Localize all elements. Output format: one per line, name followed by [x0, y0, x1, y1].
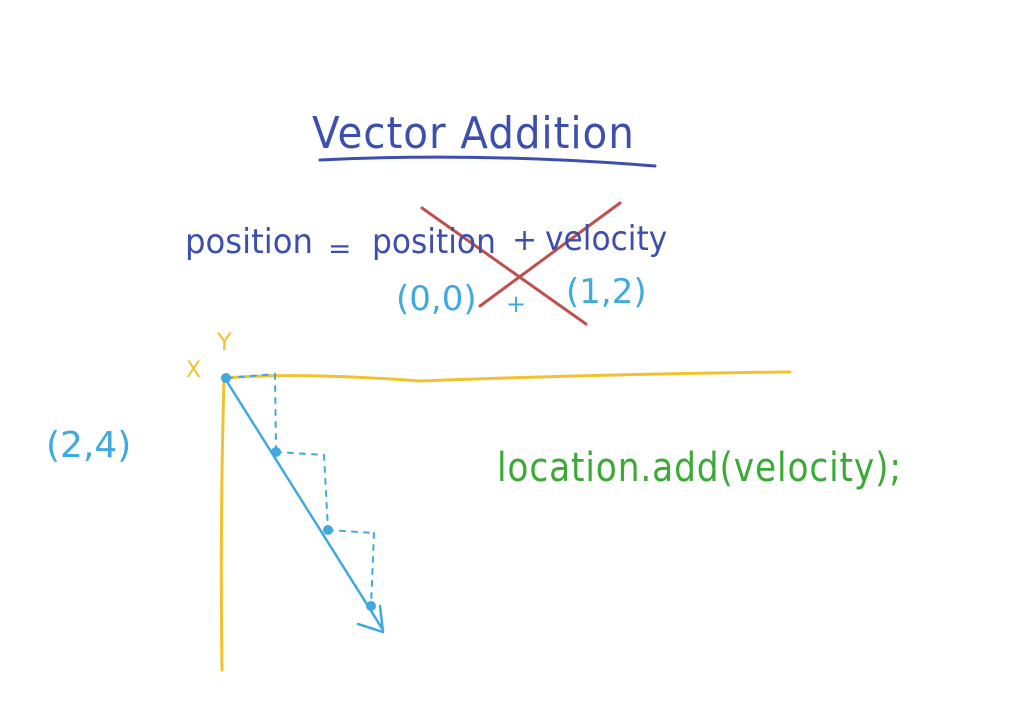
step-construction-lines — [226, 373, 375, 607]
value-origin: (0,0) — [396, 279, 477, 319]
equation-plus: + — [512, 223, 538, 258]
value-plus: + — [506, 290, 527, 318]
point-label: (2,4) — [46, 425, 132, 466]
y-axis-label: Y — [217, 328, 232, 356]
code-snippet: location.add(velocity); — [497, 445, 902, 491]
resultant-vector-line — [224, 378, 385, 632]
y-axis-line — [219, 376, 226, 672]
equation-rhs-term1: position — [372, 222, 496, 262]
strike-line-1 — [420, 206, 588, 326]
page-title: Vector Addition — [312, 108, 635, 159]
point-2-4 — [323, 525, 333, 535]
equation-lhs: position — [185, 222, 313, 262]
x-axis-line — [222, 370, 792, 383]
strike-line-2 — [478, 201, 622, 308]
point-0-0 — [221, 373, 231, 383]
equation-rhs-term2: velocity — [545, 219, 668, 259]
value-velocity: (1,2) — [566, 272, 647, 312]
title-underline — [318, 155, 657, 168]
arrow-head-icon — [356, 604, 385, 634]
equation-equals: = — [328, 232, 352, 265]
x-axis-label: X — [186, 358, 202, 383]
